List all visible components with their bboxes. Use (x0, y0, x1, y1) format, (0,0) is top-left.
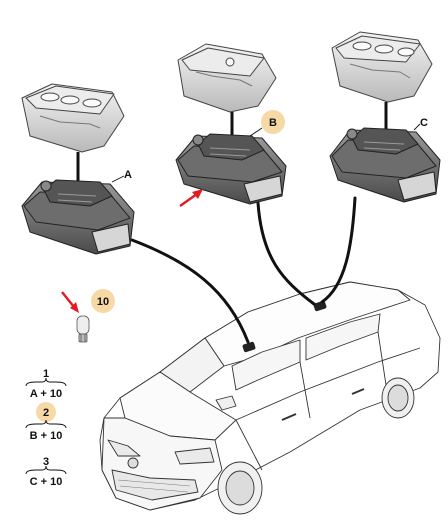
legend-brace-2 (25, 419, 67, 429)
light-assembly-a (21, 83, 135, 255)
red-arrow-bulb (61, 291, 79, 313)
car-illustration (99, 281, 441, 515)
cable-c (320, 196, 357, 304)
bulb-icon (76, 315, 90, 343)
light-base-c (329, 127, 441, 203)
legend-number-3: 3 (43, 456, 49, 468)
lens-cover-b (177, 43, 277, 113)
cable-a (130, 238, 250, 344)
legend-number-2: 2 (43, 407, 49, 419)
legend-item-3: 3 C + 10 (25, 456, 67, 488)
callout-a: A (124, 169, 132, 181)
red-arrow-b (179, 189, 203, 207)
leader-line-a (111, 175, 125, 183)
callout-10: 10 (97, 296, 109, 308)
light-assembly-c (329, 31, 441, 203)
light-base-b (175, 133, 287, 205)
wiring-cables (130, 196, 357, 344)
leader-line-c (413, 123, 421, 131)
callout-10-badge (91, 289, 115, 313)
front-light-position (242, 341, 256, 353)
legend-brace-1 (25, 377, 67, 387)
light-base-a (21, 179, 135, 255)
callout-c: C (420, 117, 428, 129)
leader-line-b (249, 127, 263, 137)
light-assembly-b (175, 43, 287, 205)
legend-formula-3: C + 10 (30, 476, 63, 488)
callout-b-badge (261, 110, 285, 134)
legend: 1 A + 10 2 B + 10 3 C + 10 (25, 368, 67, 488)
legend-badge-2 (36, 402, 56, 422)
legend-item-1: 1 A + 10 (25, 368, 67, 400)
callout-b: B (269, 117, 277, 129)
lens-cover-c (331, 31, 433, 103)
cable-b (256, 201, 316, 306)
legend-number-1: 1 (43, 368, 49, 380)
legend-brace-3 (25, 465, 67, 475)
rear-light-position (313, 300, 327, 312)
legend-item-2: 2 B + 10 (25, 402, 67, 442)
legend-formula-2: B + 10 (30, 430, 63, 442)
legend-formula-1: A + 10 (30, 388, 62, 400)
lens-cover-a (21, 83, 125, 153)
